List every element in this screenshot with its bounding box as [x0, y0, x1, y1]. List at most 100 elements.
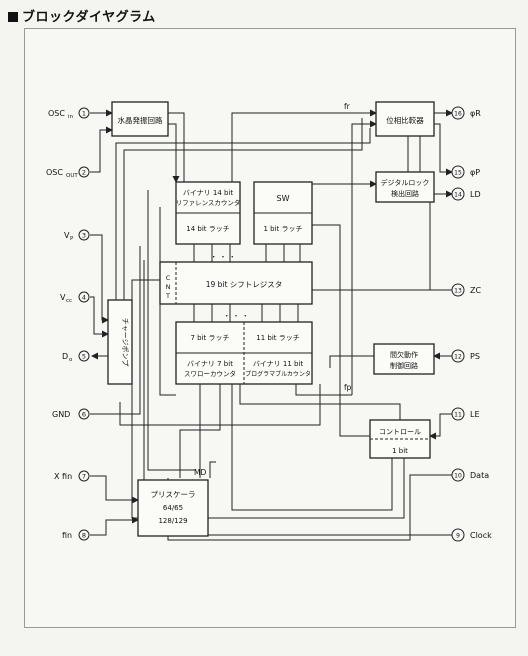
svg-text:リファレンスカウンタ: リファレンスカウンタ: [176, 198, 241, 207]
pin-fin: fin 8: [62, 529, 90, 541]
pin-vcc: V cc 4: [60, 291, 90, 304]
svg-text:OSC: OSC: [48, 109, 65, 118]
phase-comparator-block: 位相比較器: [375, 101, 435, 137]
svg-text:8: 8: [82, 532, 86, 540]
svg-text:V: V: [64, 231, 70, 240]
svg-text:φR: φR: [470, 109, 481, 118]
svg-text:fin: fin: [62, 531, 72, 540]
svg-text:64/65: 64/65: [163, 504, 183, 512]
control-block: コントロール 1 bit: [369, 419, 431, 459]
svg-text:OSC: OSC: [46, 168, 63, 177]
cnt-label-n: N: [166, 283, 171, 291]
svg-text:D: D: [62, 352, 68, 361]
svg-text:LD: LD: [470, 190, 481, 199]
pin-data: 10 Data: [451, 468, 489, 482]
pin-zc: 13 ZC: [451, 283, 481, 297]
pin-do: D o 5: [62, 350, 90, 363]
svg-text:5: 5: [82, 353, 86, 361]
digital-lock-detector-block: デジタルロック 検出回路: [375, 171, 435, 203]
svg-text:チャージポンプ: チャージポンプ: [121, 318, 129, 367]
fp-label: fp: [344, 383, 352, 392]
svg-text:3: 3: [82, 232, 86, 240]
svg-text:ZC: ZC: [470, 286, 481, 295]
svg-text:1: 1: [82, 110, 86, 118]
svg-text:水晶発振回路: 水晶発振回路: [118, 115, 163, 125]
fr-label: fr: [344, 102, 351, 111]
svg-text:14 bit ラッチ: 14 bit ラッチ: [186, 225, 230, 233]
cnt-label-c: C: [166, 274, 171, 282]
svg-text:o: o: [69, 357, 73, 363]
pin-phi-r: 16 φR: [451, 106, 481, 120]
intermittent-control-block: 間欠動作 制御回路: [373, 343, 435, 375]
pin-phi-p: 15 φP: [451, 165, 480, 179]
svg-text:7: 7: [82, 473, 86, 481]
svg-text:15: 15: [454, 170, 462, 177]
svg-text:PS: PS: [470, 352, 480, 361]
pin-ld: 14 LD: [451, 187, 481, 201]
crystal-oscillator-block: 水晶発振回路: [111, 101, 169, 137]
svg-text:バイナリ 11 bit: バイナリ 11 bit: [253, 360, 304, 368]
svg-text:P: P: [70, 236, 74, 242]
cnt-label-t: T: [165, 292, 170, 300]
svg-text:9: 9: [456, 533, 460, 540]
pin-gnd: GND 6: [52, 408, 90, 420]
svg-text:13: 13: [454, 288, 462, 295]
svg-text:16: 16: [454, 111, 462, 118]
svg-text:SW: SW: [277, 194, 290, 203]
svg-text:1 bit: 1 bit: [392, 447, 408, 455]
pin-vp: V P 3: [64, 229, 90, 242]
svg-text:Data: Data: [470, 471, 489, 480]
svg-text:制御回路: 制御回路: [390, 361, 418, 370]
counter-group-block: 7 bit ラッチ 11 bit ラッチ バイナリ 7 bit スワローカウンタ…: [175, 321, 313, 385]
svg-text:10: 10: [454, 473, 462, 480]
svg-text:バイナリ 7 bit: バイナリ 7 bit: [187, 360, 233, 368]
dots-upper: ・ ・ ・: [210, 253, 235, 261]
svg-text:スワローカウンタ: スワローカウンタ: [184, 369, 236, 378]
svg-text:検出回路: 検出回路: [391, 189, 419, 198]
svg-text:1 bit ラッチ: 1 bit ラッチ: [263, 225, 302, 233]
svg-text:6: 6: [82, 411, 86, 419]
svg-text:GND: GND: [52, 410, 70, 419]
svg-text:デジタルロック: デジタルロック: [381, 178, 430, 187]
svg-text:X fin: X fin: [54, 472, 72, 481]
svg-text:Clock: Clock: [470, 531, 492, 540]
title-text: ブロックダイヤグラム: [22, 10, 156, 25]
svg-text:V: V: [60, 293, 66, 302]
svg-text:LE: LE: [470, 410, 480, 419]
svg-text:11 bit ラッチ: 11 bit ラッチ: [256, 334, 300, 342]
svg-text:プリスケーラ: プリスケーラ: [151, 490, 196, 499]
reference-counter-block: バイナリ 14 bit リファレンスカウンタ 14 bit ラッチ: [175, 181, 241, 245]
svg-text:プログラマブルカウンタ: プログラマブルカウンタ: [245, 370, 311, 378]
shift-register-block: C N T 19 bit シフトレジスタ: [159, 261, 313, 305]
pin-clock: 9 Clock: [451, 528, 492, 542]
svg-text:14: 14: [454, 192, 462, 199]
svg-text:2: 2: [82, 169, 86, 177]
svg-text:間欠動作: 間欠動作: [390, 350, 418, 359]
svg-text:位相比較器: 位相比較器: [386, 115, 424, 125]
svg-text:7 bit ラッチ: 7 bit ラッチ: [190, 334, 229, 342]
svg-text:11: 11: [454, 412, 462, 419]
svg-text:4: 4: [82, 294, 86, 302]
svg-text:cc: cc: [66, 298, 72, 304]
pin-osc-in: OSC in 1: [48, 107, 90, 120]
svg-text:12: 12: [454, 354, 462, 361]
svg-text:コントロール: コントロール: [379, 428, 421, 436]
svg-text:in: in: [68, 114, 74, 120]
md-label: MD: [194, 468, 206, 477]
charge-pump-block: チャージポンプ: [107, 299, 133, 385]
switch-block: SW 1 bit ラッチ: [253, 181, 313, 245]
svg-text:19 bit シフトレジスタ: 19 bit シフトレジスタ: [206, 280, 283, 289]
svg-text:128/129: 128/129: [158, 517, 187, 525]
svg-text:OUT: OUT: [66, 173, 78, 179]
square-bullet-icon: [8, 12, 18, 22]
pin-xfin: X fin 7: [54, 470, 90, 482]
pin-osc-out: OSC OUT 2: [46, 166, 90, 179]
pin-le: 11 LE: [451, 407, 480, 421]
svg-text:バイナリ 14 bit: バイナリ 14 bit: [183, 189, 234, 197]
pin-ps: 12 PS: [451, 349, 480, 363]
dots-lower: ・ ・ ・: [223, 312, 248, 320]
svg-text:φP: φP: [470, 168, 480, 177]
prescaler-block: プリスケーラ 64/65 128/129: [137, 479, 209, 537]
diagram-title: ブロックダイヤグラム: [8, 6, 156, 25]
